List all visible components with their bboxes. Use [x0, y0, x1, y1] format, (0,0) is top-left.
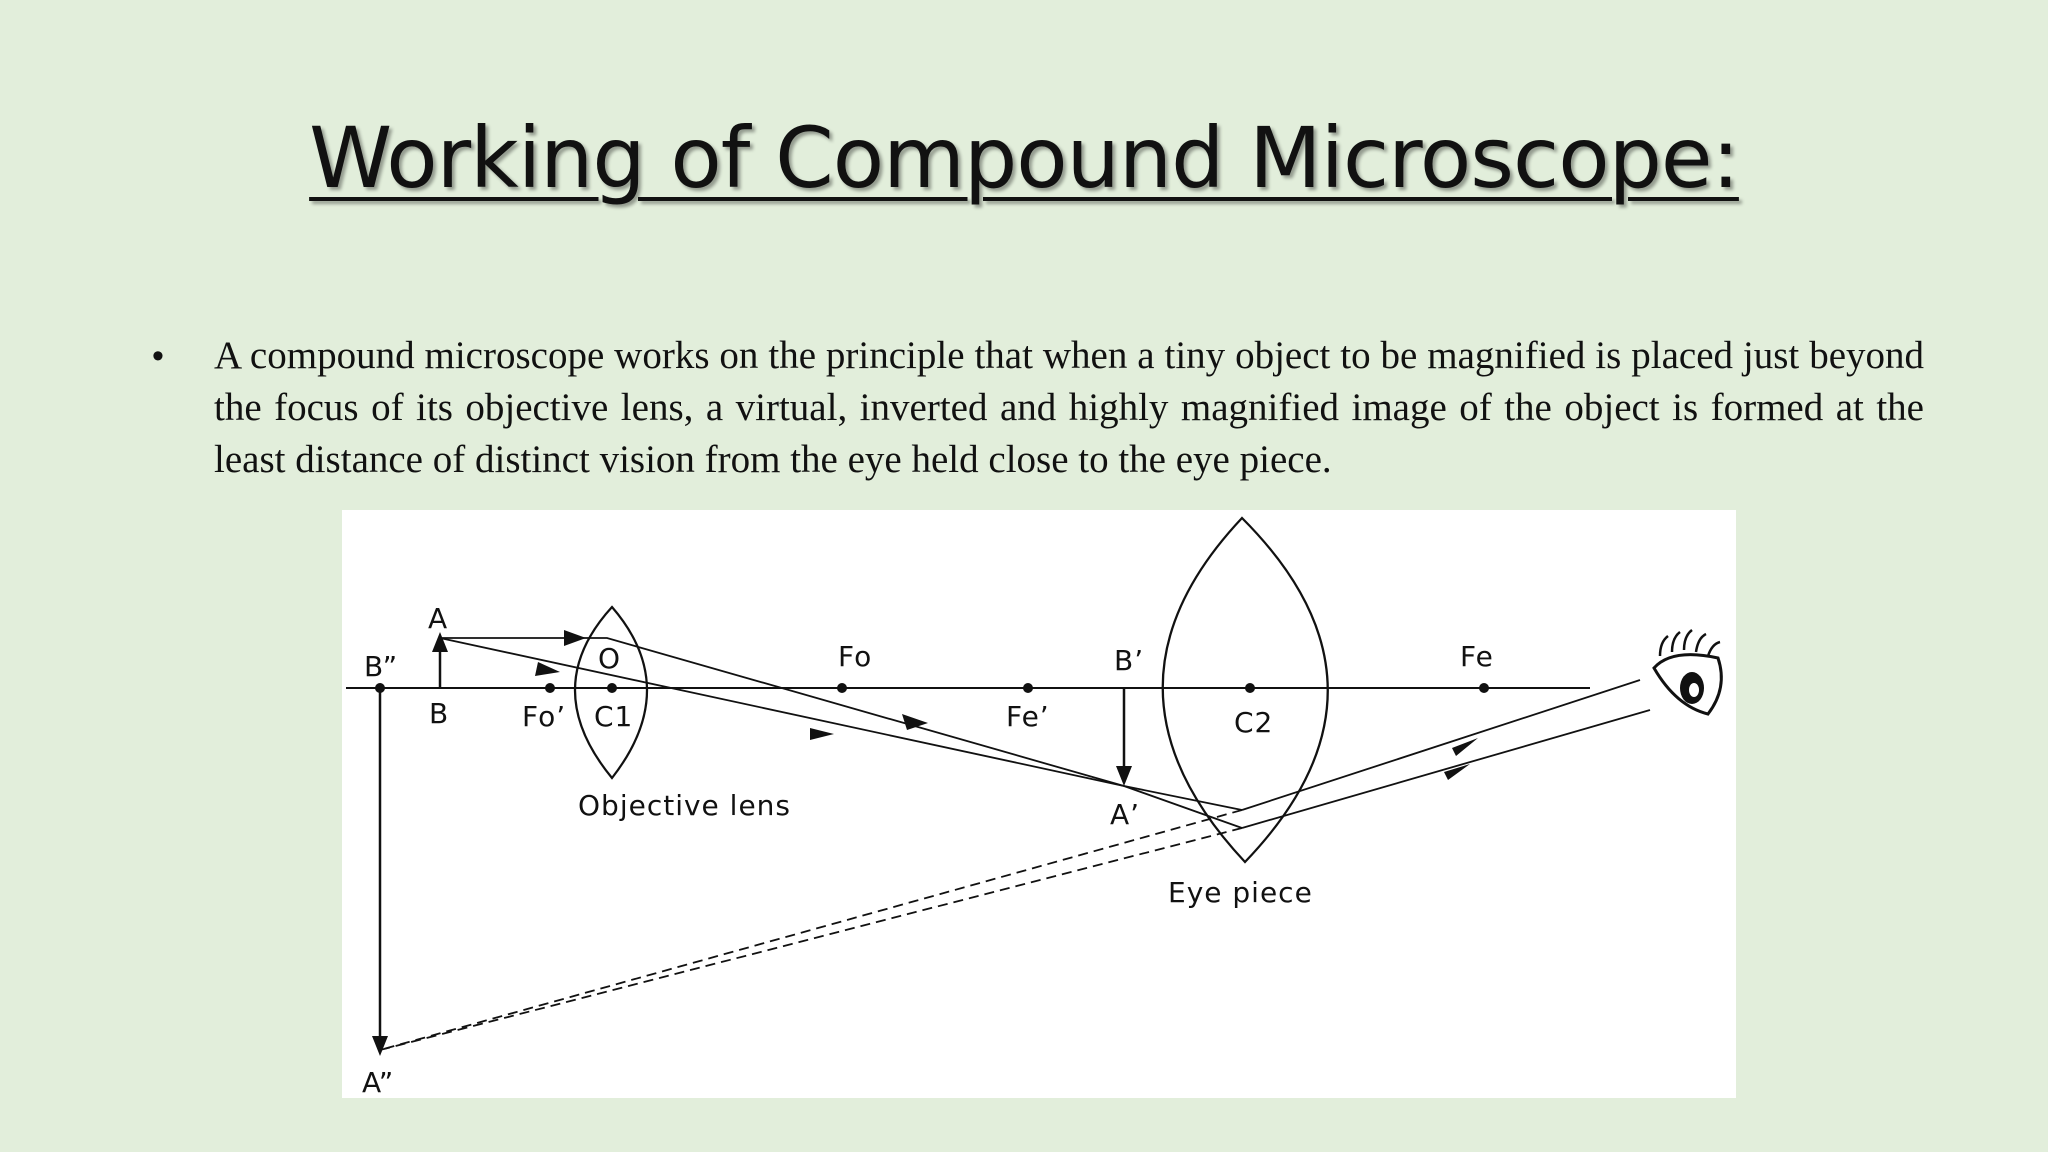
point-fe — [1479, 683, 1489, 693]
ray-through-center — [439, 637, 1125, 787]
virtual-ray-1 — [379, 809, 1243, 1051]
ray-to-eyepiece-2 — [1123, 785, 1243, 829]
ray-center-arrow-2 — [810, 728, 834, 740]
point-fe-prime — [1023, 683, 1033, 693]
label-b-double-prime: B” — [364, 650, 398, 683]
eyepiece-lens — [1161, 516, 1329, 864]
label-b: B — [429, 697, 449, 730]
ray-diagram-figure: A B Fo’ O C1 Fo Fe’ B’ A’ C2 Fe B” A” Ob… — [342, 510, 1736, 1098]
label-fo-prime: Fo’ — [522, 700, 566, 733]
point-c2 — [1245, 683, 1255, 693]
bullet-item: • A compound microscope works on the pri… — [148, 330, 1924, 486]
objective-lens — [574, 605, 648, 780]
point-b-double-prime — [375, 683, 385, 693]
ray-parallel — [440, 637, 1125, 787]
ray-parallel-arrow-1 — [564, 630, 586, 646]
label-fe: Fe — [1460, 640, 1494, 673]
bullet-text: A compound microscope works on the princ… — [214, 334, 1924, 481]
intermediate-image-arrowhead — [1116, 766, 1132, 786]
caption-objective-lens: Objective lens — [578, 789, 791, 822]
point-fo — [837, 683, 847, 693]
caption-eye-piece: Eye piece — [1168, 876, 1313, 909]
label-c1: C1 — [594, 700, 633, 733]
point-c1 — [607, 683, 617, 693]
label-b-prime: B’ — [1114, 644, 1144, 677]
emergent-ray-arrow-1 — [1452, 738, 1478, 756]
ray-center-arrow-1 — [535, 662, 560, 676]
bullet-list: • A compound microscope works on the pri… — [148, 330, 1924, 486]
ray-parallel-arrow-2 — [902, 714, 928, 730]
slide-title: Working of Compound Microscope: — [309, 109, 1740, 207]
emergent-ray-1 — [1241, 679, 1641, 811]
ray-diagram: A B Fo’ O C1 Fo Fe’ B’ A’ C2 Fe B” A” Ob… — [346, 516, 1723, 1098]
final-image-arrowhead — [372, 1036, 388, 1056]
label-fo: Fo — [838, 640, 872, 673]
label-a: A — [428, 602, 448, 635]
ray-to-eyepiece-1 — [1123, 785, 1243, 811]
label-c2: C2 — [1234, 706, 1273, 739]
object-arrowhead — [432, 632, 448, 652]
bullet-marker: • — [152, 337, 164, 375]
emergent-ray-arrow-2 — [1444, 764, 1470, 780]
label-o: O — [598, 642, 621, 675]
point-fo-prime — [545, 683, 555, 693]
virtual-ray-2 — [379, 827, 1243, 1051]
eye-icon — [1652, 629, 1723, 716]
label-a-double-prime: A” — [362, 1066, 394, 1098]
label-fe-prime: Fe’ — [1006, 700, 1050, 733]
label-a-prime: A’ — [1110, 798, 1140, 831]
emergent-ray-2 — [1241, 709, 1651, 829]
